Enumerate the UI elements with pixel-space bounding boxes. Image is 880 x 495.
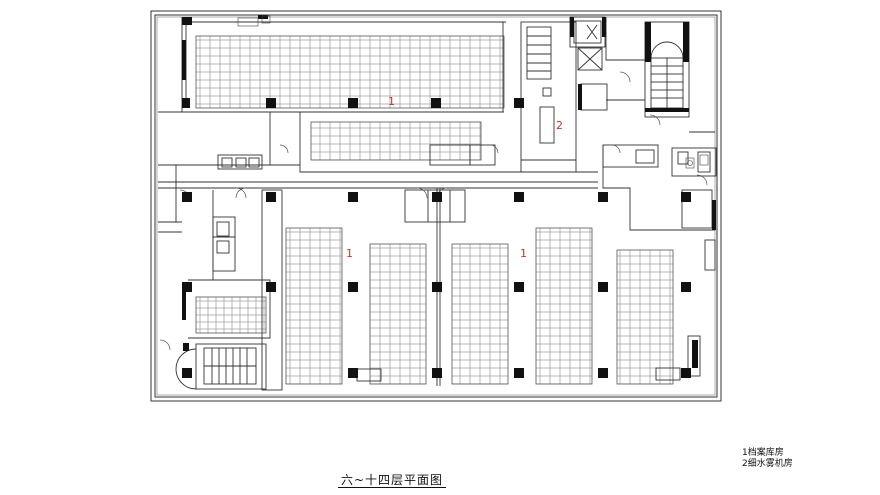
shelving-areas <box>195 35 674 385</box>
room-label-mist-machine: 2 <box>556 119 563 132</box>
structural-columns <box>182 15 716 378</box>
legend-item-archive: 1档案库房 <box>742 448 784 458</box>
interior-walls <box>158 16 717 391</box>
room-label-archive-lower-left: 1 <box>346 247 353 260</box>
shelving-left <box>195 296 267 334</box>
legend-item-mist-machine: 2细水雾机房 <box>742 459 793 469</box>
shelving-top-small <box>310 121 482 161</box>
room-label-archive-top: 1 <box>388 95 395 108</box>
room-label-archive-lower-right: 1 <box>520 247 527 260</box>
shelving-5 <box>616 249 674 385</box>
shelving-3 <box>451 243 509 385</box>
drawing-title-underline <box>338 487 446 488</box>
legend: 1档案库房 2细水雾机房 <box>742 448 793 470</box>
shelving-top-large <box>195 35 505 109</box>
fixtures <box>237 15 709 169</box>
shelving-1 <box>285 227 343 385</box>
shelving-2 <box>369 243 427 385</box>
drawing-title: 六~十四层平面图 <box>341 473 444 487</box>
shelving-4 <box>535 227 593 385</box>
